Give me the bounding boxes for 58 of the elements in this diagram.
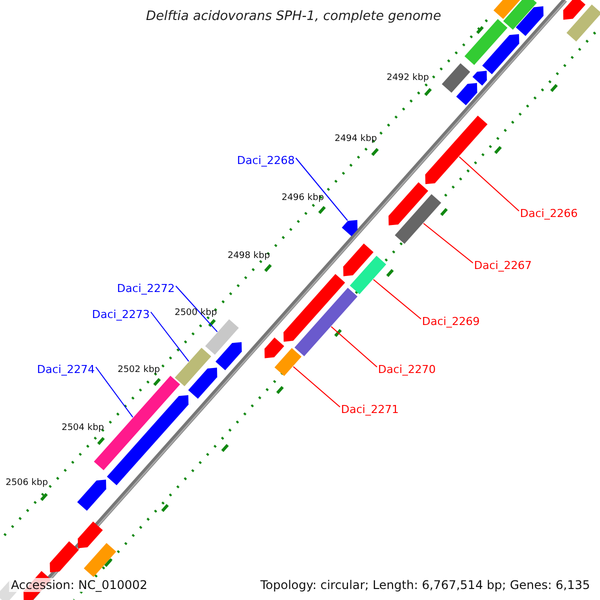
title: Delftia acidovorans SPH-1, complete genome [146,10,442,23]
gene-feature [188,368,218,399]
gene-label: Daci_2273 [92,309,150,320]
tick-label: 2496 kbp [282,194,324,202]
gene-feature [494,0,520,19]
gene-label: Daci_2269 [422,316,480,327]
gene-label: Daci_2268 [237,155,295,166]
gene-feature [394,194,442,244]
gene-feature [205,319,239,355]
gene-feature [106,395,188,486]
tick-label: 2506 kbp [6,478,48,488]
gene-feature [472,70,487,86]
tick-label: 2492 kbp [386,74,429,82]
gene-feature [516,6,544,36]
gene-feature [342,220,358,236]
gene-feature [350,256,386,294]
tick-label: 2500 kbp [174,308,217,318]
leader-line [175,286,218,332]
gene-feature [294,288,358,356]
gene-feature [274,348,302,376]
gene-feature [456,83,478,106]
gene-feature [425,116,488,184]
gene-feature [174,348,212,386]
accession-text: Accession: NC_010002 [9,578,150,592]
gene-feature [482,34,520,74]
gene-feature [343,244,374,276]
gene-label: Daci_2271 [341,404,399,415]
gene-feature [216,342,242,370]
tick-label: 2502 kbp [118,366,160,374]
gene-label: Daci_2274 [37,364,95,375]
gene-feature [464,19,508,65]
gene-feature [566,4,600,42]
tick-label: 2498 kbp [228,252,270,260]
gene-feature [284,274,346,342]
tick-label: 2504 kbp [62,424,104,432]
tick-label: 2494 kbp [334,134,377,144]
leader-line [292,366,340,408]
gene-feature [84,543,116,577]
leader-line [372,279,422,320]
leader-line [330,326,378,368]
leader-line [95,366,134,418]
gene-feature [77,480,106,511]
leader-line [150,312,190,362]
gene-feature [442,63,470,93]
gene-feature [388,182,428,226]
gene-label: Daci_2272 [117,283,175,294]
gene-feature [264,338,284,358]
leader-line [423,222,474,264]
gene-label: Daci_2266 [520,208,578,219]
gene-feature [563,0,586,20]
gene-feature [78,522,103,548]
gene-feature [503,0,537,30]
gene-feature [50,541,79,572]
leader-line [295,158,348,221]
leader-line [458,156,520,212]
gene-label: Daci_2267 [474,260,532,271]
gene-label: Daci_2270 [378,364,436,375]
genome-info-text: Topology: circular; Length: 6,767,514 bp; Genes: 6,135 [258,578,592,592]
